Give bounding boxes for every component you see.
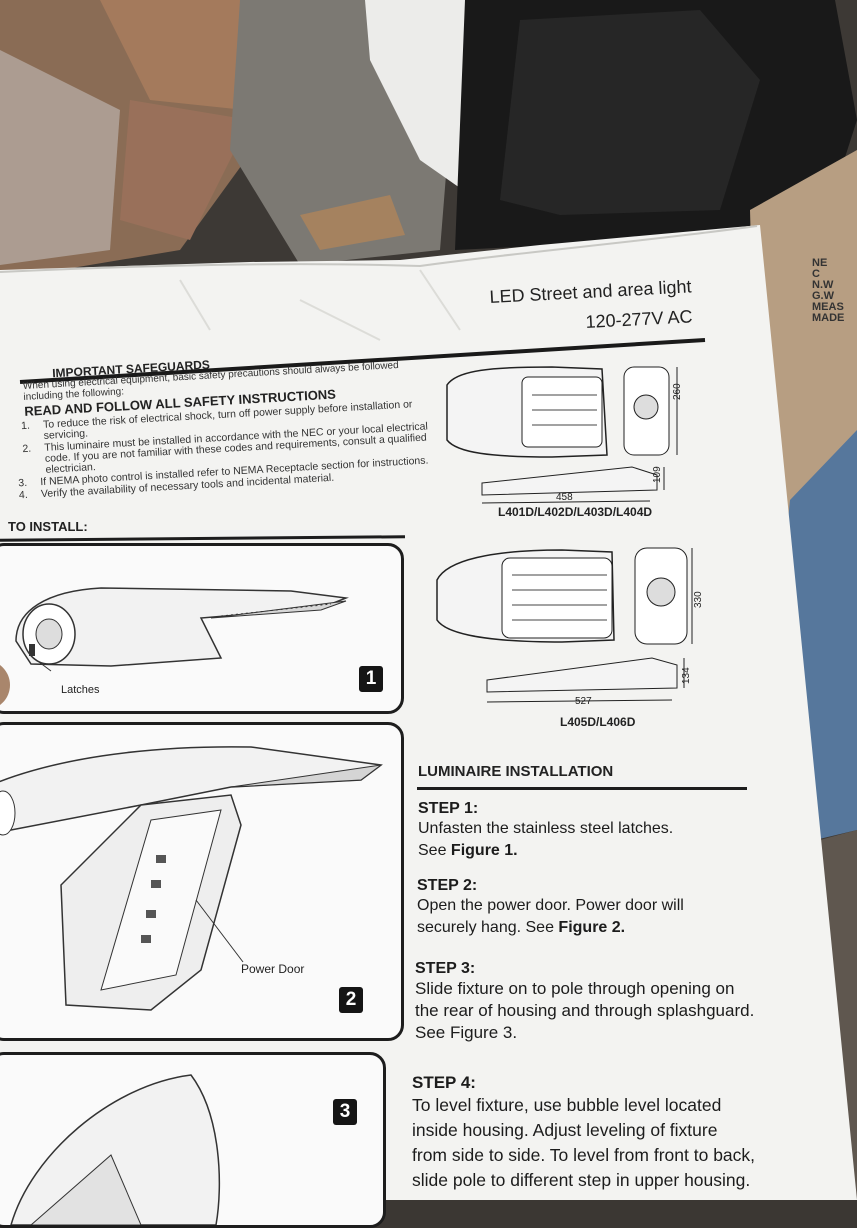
plastic-tray [0,50,120,265]
safety-item-number: 1. [20,419,31,433]
model-a-label: L401D/L402D/L403D/L404D [498,505,653,519]
safety-section: IMPORTANT SAFEGUARDS When using electric… [18,348,429,502]
step-text: securely hang. See [417,919,559,936]
box-print-line: G.W [812,290,834,302]
safety-item-number: 3. [17,476,28,490]
cardboard-scrap [300,195,405,250]
figure-2-number: 2 [339,987,363,1013]
model-a-length: 458 [556,492,573,503]
figure-1-number: 1 [359,666,383,692]
model-b-label: L405D/L406D [560,715,636,729]
model-a-drawing [446,366,678,504]
luminaire-heading: LUMINAIRE INSTALLATION [418,763,614,780]
step-3: STEP 3: Slide fixture on to pole through… [415,960,754,1044]
step-2: STEP 2: Open the power door. Power door … [417,877,684,939]
step-text: See Figure 1. [418,840,673,862]
latches-label: Latches [61,684,100,696]
step-text: from side to side. To level from front t… [412,1145,756,1165]
step-text: slide pole to different step in upper ho… [412,1170,751,1190]
model-b-side: 134 [681,667,692,684]
step-title: STEP 3: [415,960,476,977]
box-print-line: N.W [812,279,834,291]
step-text: Slide fixture on to pole through opening… [415,979,735,998]
box-print-line: C [812,268,820,280]
box-print: NE C N.W G.W MEAS MADE [812,258,857,324]
safety-item-number: 4. [18,488,29,502]
step-title: STEP 1: [418,800,479,817]
step-title: STEP 4: [412,1073,476,1092]
step-4: STEP 4: To level fixture, use bubble lev… [412,1073,755,1193]
model-a-side: 109 [652,466,663,483]
fixture-drawing-2 [0,746,383,1011]
model-b-drawing [436,547,693,703]
model-a-height: 260 [672,383,683,400]
power-door-label: Power Door [241,962,305,976]
step-text: the rear of housing and through splashgu… [415,1001,755,1020]
safety-item-number: 2. [22,442,32,456]
to-install-heading: TO INSTALL: [8,519,88,534]
figure-reference: Figure 2. [558,919,626,936]
box-print-line: MEAS [812,301,844,313]
figure-3-panel: 3 [0,1052,386,1228]
luminaire-rule [417,787,747,790]
figure-3-number: 3 [333,1099,357,1125]
header-rule [19,338,706,384]
box-print-line: MADE [812,312,845,324]
step-text: To level fixture, use bubble level locat… [412,1095,722,1115]
box-print-line: NE [812,257,828,269]
step-text: securely hang. See Figure 2. [417,917,684,939]
fixture-drawing-1 [15,587,349,672]
step-text: See Figure 3. [415,1023,518,1042]
model-b-height: 330 [693,591,704,608]
figure-1-panel: Latches 1 [0,543,404,714]
step-text: inside housing. Adjust leveling of fixtu… [412,1120,718,1140]
step-title: STEP 2: [417,877,478,894]
figure-reference: Figure 1. [450,842,518,859]
step-text: Unfasten the stainless steel latches. [418,820,674,837]
step-text: See [418,842,451,859]
thumb [0,660,10,710]
model-b-length: 527 [575,696,592,707]
figure-2-panel: Power Door 2 [0,722,404,1041]
step-text: Open the power door. Power door will [417,897,684,914]
step-1: STEP 1: Unfasten the stainless steel lat… [418,800,673,862]
